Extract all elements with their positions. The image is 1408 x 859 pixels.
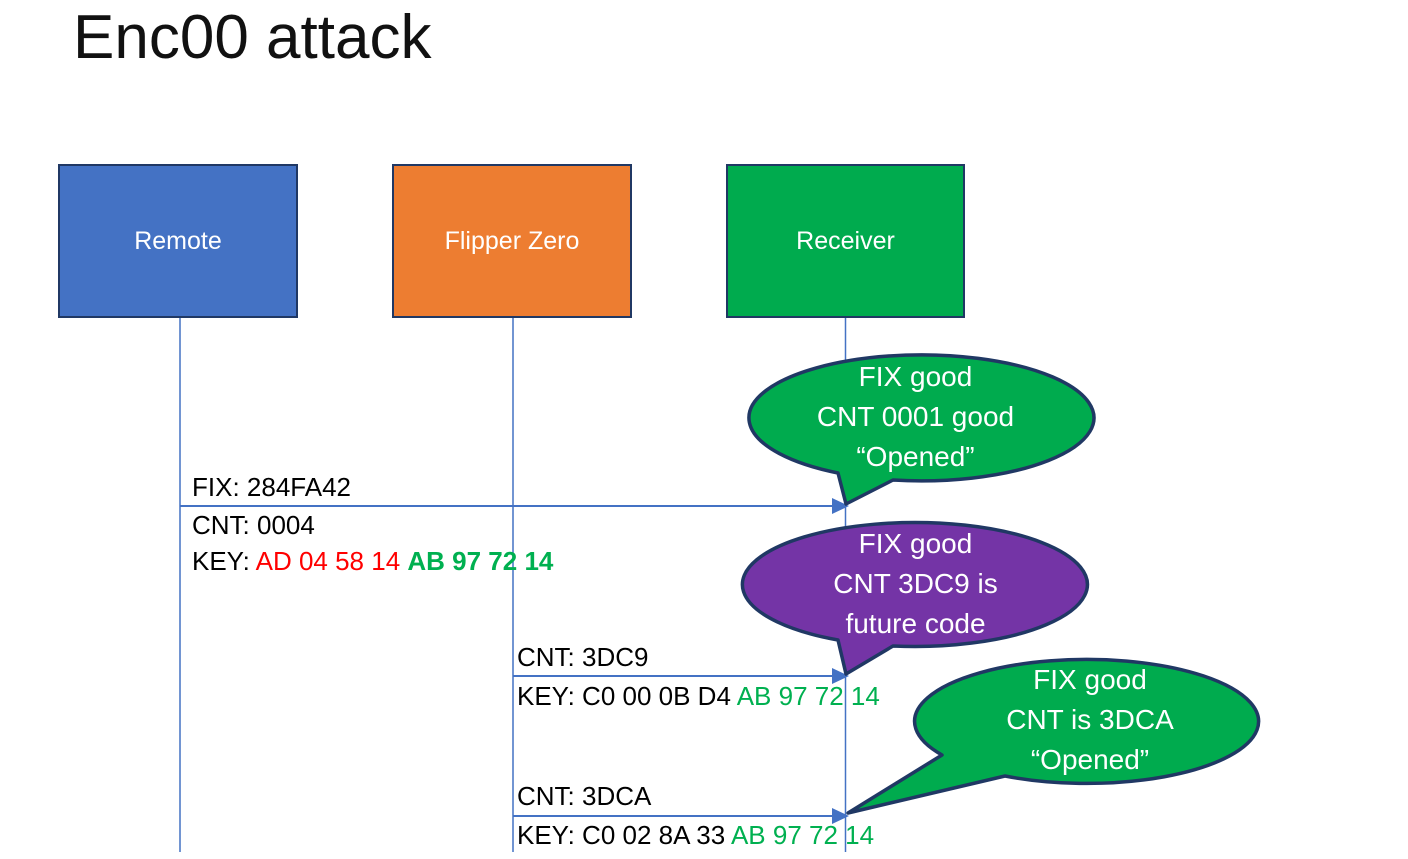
bubble2-line3: future code	[845, 608, 986, 639]
msg3-key-green-part: AB 97 72 14	[730, 820, 875, 850]
arrowhead-3-icon	[832, 808, 849, 824]
actor-label-remote: Remote	[134, 226, 222, 255]
bubble3-line3: “Opened”	[1030, 744, 1150, 775]
actor-box-receiver: Receiver	[726, 164, 965, 318]
bubble1-line1: FIX good	[858, 361, 973, 392]
speech-bubble-2	[740, 520, 1090, 676]
speech-bubble-3	[846, 657, 1261, 815]
msg1-fix-label: FIX: 284FA42	[192, 472, 351, 502]
bubble1-text: FIX good CNT 0001 good “Opened”	[743, 357, 1088, 477]
msg2-cnt-label: CNT: 3DC9	[517, 642, 649, 672]
bubble3-line2: CNT is 3DCA	[1006, 704, 1174, 735]
bubble3-line1: FIX good	[1033, 664, 1147, 695]
msg1-key-label: KEY: AD 04 58 14 AB 97 72 14	[192, 546, 553, 576]
msg1-cnt-label: CNT: 0004	[192, 510, 315, 540]
msg1-key-red-part: AD 04 58 14	[255, 546, 408, 576]
actor-label-flipper-zero: Flipper Zero	[444, 226, 580, 255]
msg2-key-green-part: AB 97 72 14	[736, 681, 880, 711]
msg1-key-prefix: KEY:	[192, 546, 256, 576]
actor-box-remote: Remote	[58, 164, 298, 318]
msg3-cnt-label: CNT: 3DCA	[517, 781, 652, 811]
actor-box-flipper-zero: Flipper Zero	[392, 164, 632, 318]
msg1-key-green-part: AB 97 72 14	[407, 546, 554, 576]
msg3-key-label: KEY: C0 02 8A 33 AB 97 72 14	[517, 820, 874, 850]
bubble2-line1: FIX good	[858, 528, 973, 559]
arrowhead-2-icon	[832, 668, 849, 684]
bubble2-text: FIX good CNT 3DC9 is future code	[743, 524, 1088, 644]
bubble1-line2: CNT 0001 good	[816, 401, 1015, 432]
bubble2-line2: CNT 3DC9 is	[833, 568, 998, 599]
bubble1-line3: “Opened”	[856, 441, 975, 472]
msg2-key-label: KEY: C0 00 0B D4 AB 97 72 14	[517, 681, 880, 711]
arrowhead-1-icon	[832, 498, 849, 514]
msg3-key-prefix: KEY: C0 02 8A 33	[517, 820, 731, 850]
speech-bubble-1	[747, 353, 1096, 506]
actor-label-receiver: Receiver	[796, 226, 895, 255]
bubble3-text: FIX good CNT is 3DCA “Opened”	[918, 660, 1262, 780]
page-title: Enc00 attack	[73, 3, 432, 72]
msg2-key-prefix: KEY: C0 00 0B D4	[517, 681, 737, 711]
